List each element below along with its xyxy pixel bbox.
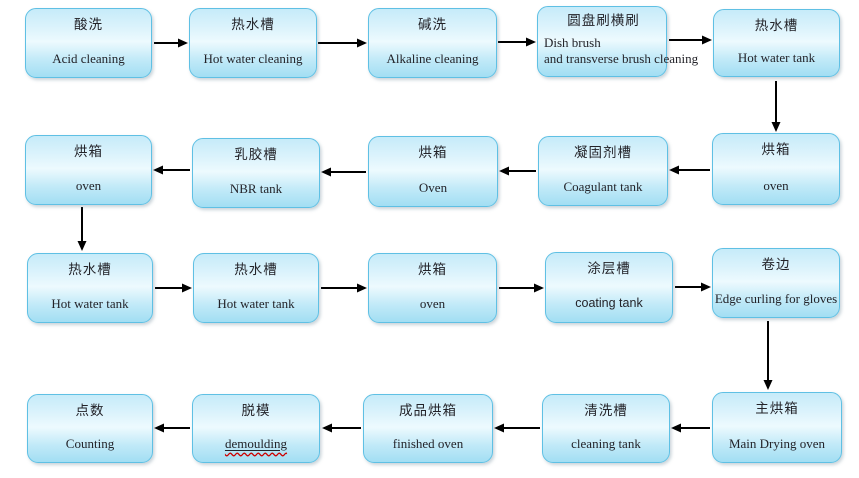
box-label-en: Hot water tank [737,49,816,65]
box-label-en: cleaning tank [571,435,641,451]
box-label-en: oven [75,177,102,193]
box-label-en: Edge curling for gloves [714,290,838,306]
flow-box-hot-water-tank-2: 热水槽 Hot water tank [27,253,153,323]
box-label-zh: 卷边 [761,257,791,272]
box-label-en: Counting [65,435,115,451]
box-label-en: Coagulant tank [563,178,643,194]
box-label-zh: 乳胶槽 [234,147,278,162]
flow-arrows [77,35,781,433]
flow-box-cleaning-tank: 清洗槽 cleaning tank [542,394,670,463]
flow-box-edge-curling: 卷边 Edge curling for gloves [712,248,840,318]
flow-box-hot-water-tank-1: 热水槽 Hot water tank [713,9,840,77]
box-label-zh: 涂层槽 [587,261,631,276]
flow-box-oven-2: 烘箱 Oven [368,136,498,207]
flow-box-demoulding: 脱模 demoulding [192,394,320,463]
flow-box-oven-3: 烘箱 oven [25,135,152,205]
flow-box-alkaline-cleaning: 碱洗 Alkaline cleaning [368,8,497,78]
box-label-zh: 烘箱 [761,142,791,157]
flow-box-hot-water-tank-3: 热水槽 Hot water tank [193,253,319,323]
box-label-zh: 点数 [75,403,105,418]
flow-box-counting: 点数 Counting [27,394,153,463]
box-label-zh: 圆盘刷横刷 [567,13,640,28]
box-label-zh: 酸洗 [74,17,103,32]
box-label-en: oven [763,177,789,193]
box-label-zh: 热水槽 [68,262,112,277]
box-label-zh: 碱洗 [418,17,447,32]
box-label-zh: 烘箱 [418,145,448,160]
box-label-zh: 成品烘箱 [399,403,457,418]
flow-box-coagulant-tank: 凝固剂槽 Coagulant tank [538,136,668,206]
flow-box-oven-4: 烘箱 oven [368,253,497,323]
flow-box-main-drying-oven: 主烘箱 Main Drying oven [712,392,842,463]
box-label-zh: 凝固剂槽 [574,145,632,160]
box-label-en: Hot water tank [217,295,295,311]
box-label-zh: 热水槽 [231,17,275,32]
box-label-en: Oven [418,179,448,195]
box-label-en: demoulding [224,435,288,451]
box-label-en: oven [419,295,446,311]
flow-box-coating-tank: 涂层槽 coating tank [545,252,673,323]
box-label-en: coating tank [575,296,643,311]
box-label-zh: 热水槽 [754,18,799,33]
box-label-en: Acid cleaning [52,50,125,66]
box-label-zh: 主烘箱 [755,401,799,416]
flow-box-nbr-tank: 乳胶槽 NBR tank [192,138,320,208]
flow-box-hot-water-cleaning: 热水槽 Hot water cleaning [189,8,317,78]
box-label-zh: 烘箱 [418,262,447,277]
box-label-en: Hot water cleaning [203,50,303,66]
flow-box-oven-1: 烘箱 oven [712,133,840,205]
flow-box-acid-cleaning: 酸洗 Acid cleaning [25,8,152,78]
box-label-en: Main Drying oven [728,435,826,451]
box-label-en: Alkaline cleaning [386,50,479,66]
box-label-en: Hot water tank [51,295,129,311]
box-label-zh: 烘箱 [74,144,103,159]
box-label-zh: 脱模 [241,403,271,418]
box-label-en: finished oven [392,435,464,451]
flow-box-finished-oven: 成品烘箱 finished oven [363,394,493,463]
box-label-zh: 清洗槽 [584,403,628,418]
box-label-en: NBR tank [229,180,283,196]
box-label-zh: 热水槽 [234,262,278,277]
